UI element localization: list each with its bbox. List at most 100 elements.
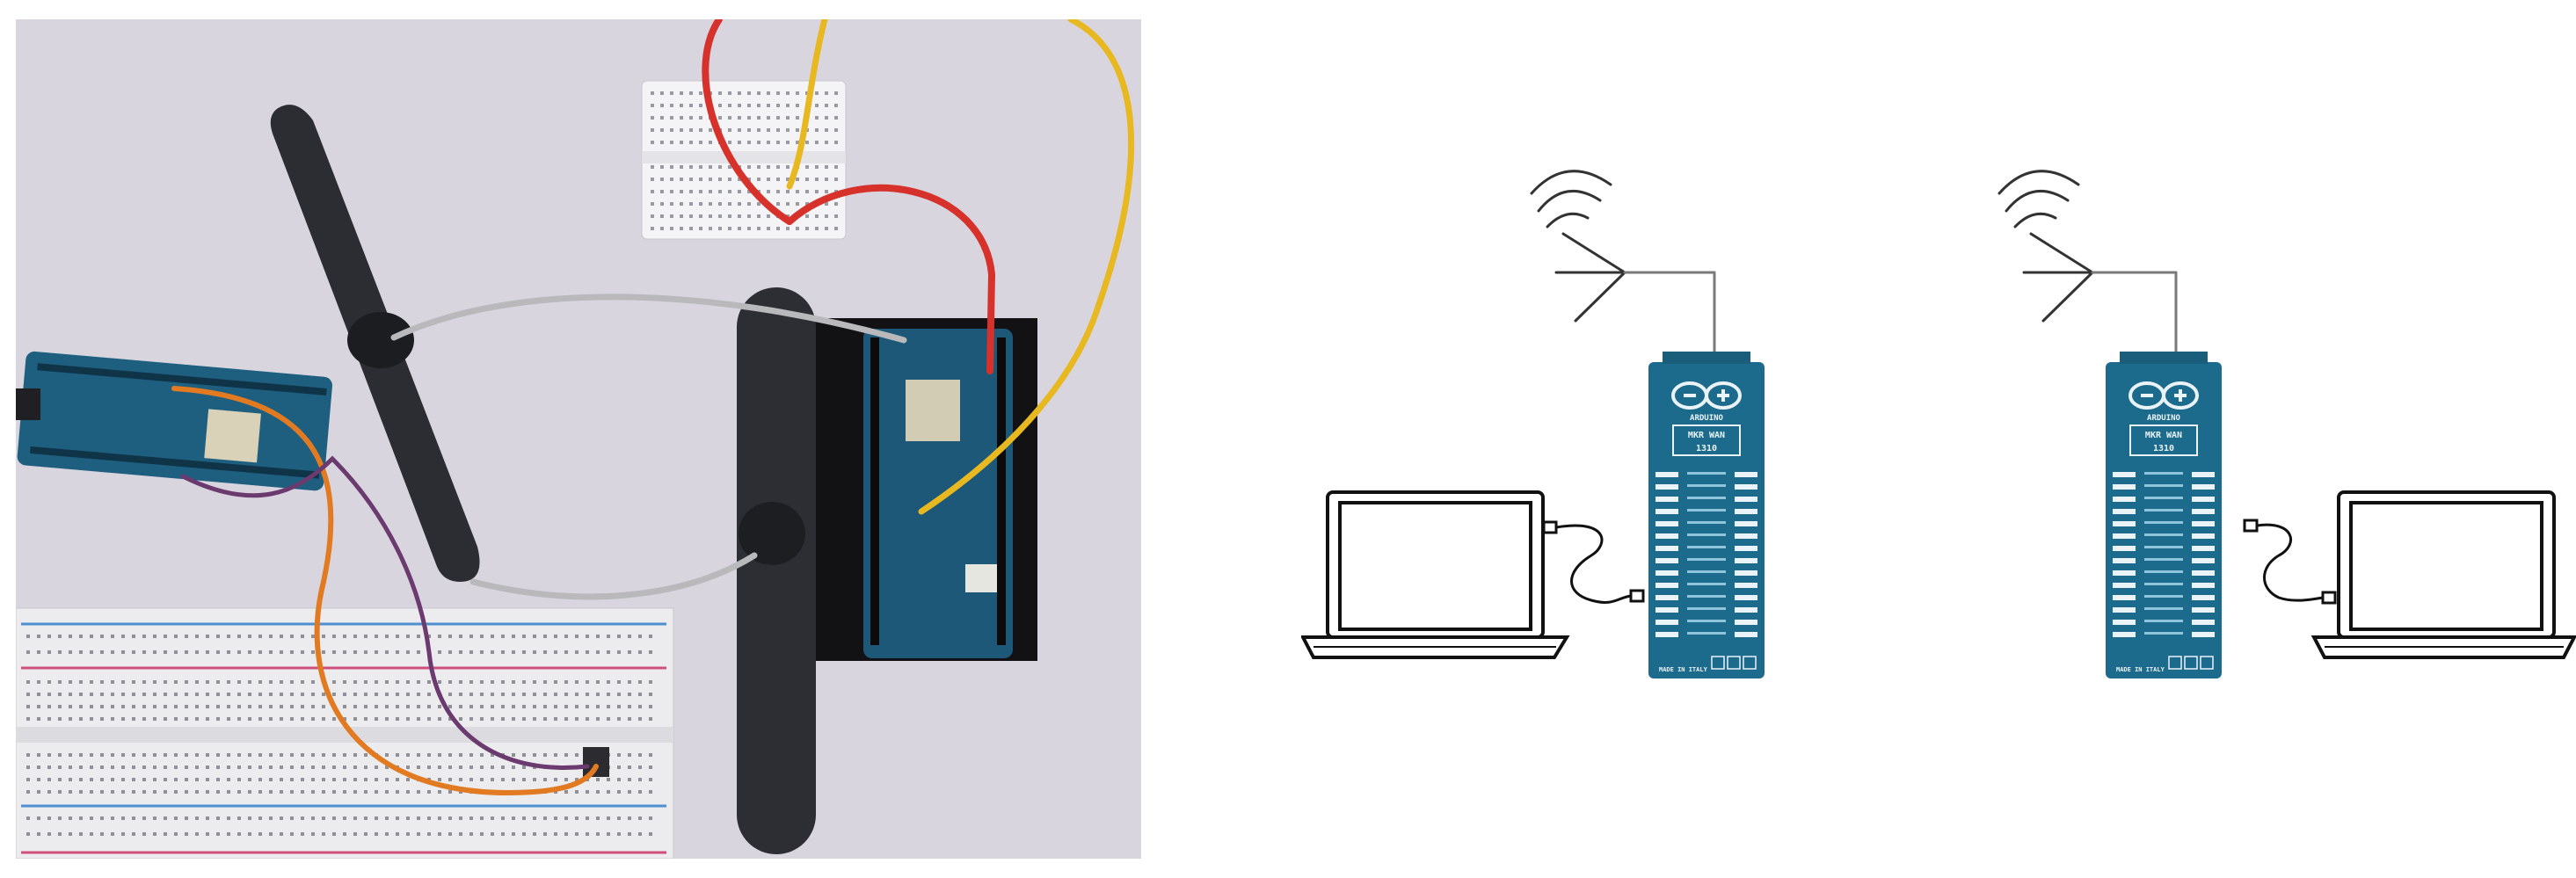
breadboard-hole [448,766,452,769]
breadboard-hole [786,141,790,144]
pin-label [2192,521,2215,526]
breadboard-hole [564,816,568,820]
breadboard-hole [480,766,484,769]
breadboard-hole [216,650,220,654]
breadboard-hole [47,693,51,696]
breadboard-hole [776,141,780,144]
breadboard-hole [670,116,673,120]
pin-trace [1687,632,1726,635]
breadboard-hole [638,766,642,769]
breadboard-hole [554,816,557,820]
breadboard-hole [185,753,188,757]
breadboard-hole [69,705,72,708]
breadboard-hole [815,165,819,169]
pin-label [2192,533,2215,539]
breadboard-hole [617,693,621,696]
breadboard-hole [153,778,156,781]
breadboard-hole [543,778,547,781]
breadboard-hole [728,104,731,107]
breadboard-hole [728,178,731,181]
breadboard-hole [375,635,378,638]
breadboard-hole [195,766,199,769]
breadboard-hole [757,104,760,107]
breadboard-hole [680,91,683,95]
breadboard-hole [322,790,325,794]
breadboard-hole [153,753,156,757]
breadboard-hole [227,753,230,757]
breadboard-hole [554,635,557,638]
breadboard-hole [670,202,673,206]
breadboard-hole [522,816,526,820]
breadboard-hole [195,832,199,836]
breadboard-hole [417,693,420,696]
breadboard-hole [628,753,631,757]
breadboard-hole [237,680,241,684]
breadboard-hole [26,766,30,769]
breadboard-hole [174,650,178,654]
breadboard-hole [311,717,315,721]
breadboard-hole [480,680,484,684]
breadboard-hole [617,680,621,684]
breadboard-hole [100,832,104,836]
breadboard-hole [617,832,621,836]
breadboard-hole [709,190,712,193]
breadboard-hole [718,91,722,95]
breadboard-hole [512,705,515,708]
breadboard-hole [111,693,114,696]
breadboard-hole [747,214,751,218]
breadboard-hole [480,650,484,654]
pin-label [1655,558,1678,563]
breadboard-hole [649,680,652,684]
breadboard-hole [689,116,693,120]
breadboard-hole [834,214,838,218]
breadboard-hole [406,766,410,769]
breadboard-hole [417,753,420,757]
breadboard-hole [533,635,536,638]
breadboard-hole [237,650,241,654]
breadboard-hole [311,766,315,769]
pin-trace [2144,546,2183,548]
breadboard-hole [396,816,399,820]
pin-label [1655,620,1678,625]
breadboard-hole [834,104,838,107]
breadboard-hole [825,91,828,95]
breadboard-hole [815,214,819,218]
breadboard-hole [651,178,654,181]
breadboard-hole [353,693,357,696]
breadboard-hole [353,650,357,654]
breadboard-hole [438,635,441,638]
breadboard-hole [280,705,283,708]
breadboard-hole [628,693,631,696]
breadboard-hole [174,778,178,781]
pin-label [2113,546,2136,551]
breadboard-hole [689,202,693,206]
breadboard-hole [689,104,693,107]
breadboard-hole [100,693,104,696]
breadboard-hole [767,91,770,95]
breadboard-hole [164,778,167,781]
breadboard-hole [649,705,652,708]
breadboard-hole [680,141,683,144]
breadboard-hole [491,717,494,721]
breadboard-hole [805,214,809,218]
schematic-diagram: ARDUINO MKR WAN 1310 MADE IN ITALY [1301,158,2576,721]
pin-trace [1687,620,1726,622]
breadboard-hole [322,778,325,781]
breadboard-hole [575,778,579,781]
breadboard-hole [385,680,389,684]
pin-trace [2144,632,2183,635]
breadboard-hole [364,790,367,794]
breadboard-hole [290,832,294,836]
breadboard-hole [100,816,104,820]
breadboard-hole [480,753,484,757]
breadboard-hole [660,91,664,95]
pin-label [2113,497,2136,502]
breadboard-hole [185,778,188,781]
breadboard-hole [651,116,654,120]
breadboard-hole [709,165,712,169]
pin-trace [2144,484,2183,487]
breadboard-hole [216,635,220,638]
breadboard-hole [586,693,589,696]
breadboard-hole [448,717,452,721]
breadboard-hole [607,717,610,721]
